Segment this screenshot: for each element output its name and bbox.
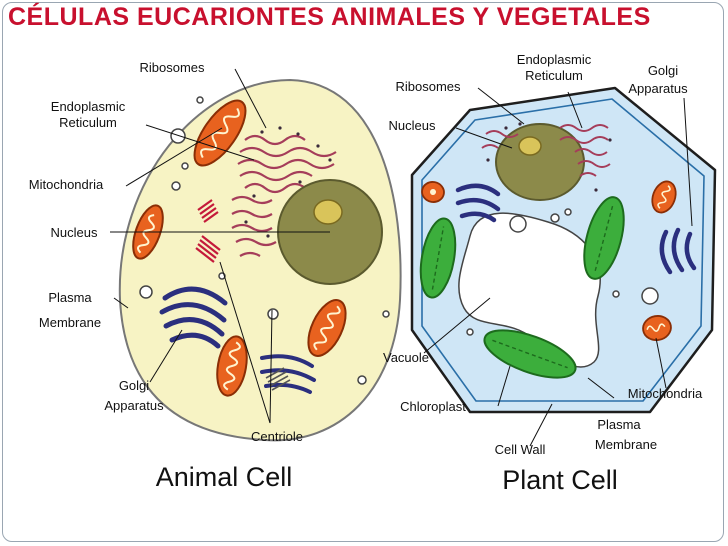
- plant-golgi: [455, 183, 697, 275]
- animal-cell: Ribosomes Endoplasmic Reticulum Mitochon…: [29, 60, 402, 492]
- animal-centriole-label: Centriole: [251, 429, 303, 444]
- plant-cell-wall-label: Cell Wall: [495, 442, 546, 457]
- plant-golgi-label-line1: Golgi: [648, 63, 678, 78]
- animal-golgi: [159, 286, 228, 349]
- animal-plasma-label-line1: Plasma: [48, 290, 92, 305]
- animal-cell-caption: Animal Cell: [156, 462, 293, 492]
- animal-mitochondria-label: Mitochondria: [29, 177, 104, 192]
- plant-mitochondria-label: Mitochondria: [628, 386, 703, 401]
- animal-mitochondria: [132, 99, 347, 397]
- animal-plasma-label-line2: Membrane: [39, 315, 101, 330]
- animal-er: [231, 134, 337, 257]
- plant-chloroplast-label: Chloroplast: [400, 399, 466, 414]
- plant-er-label-line2: Reticulum: [525, 68, 583, 83]
- plant-cell-caption: Plant Cell: [502, 465, 618, 495]
- plant-cell: Ribosomes Endoplasmic Reticulum Golgi Ap…: [383, 52, 717, 495]
- plant-mitochondria: [421, 180, 677, 341]
- plant-vacuole: [458, 212, 601, 368]
- plant-chloroplasts: [419, 196, 625, 379]
- animal-er-label-line1: Endoplasmic: [51, 99, 126, 114]
- plant-nucleus: [495, 123, 585, 201]
- plant-plasma-label-line1: Plasma: [597, 417, 641, 432]
- plant-plasma-membrane: [421, 98, 705, 402]
- animal-er-label-line2: Reticulum: [59, 115, 117, 130]
- plant-vacuole-label: Vacuole: [383, 350, 429, 365]
- animal-golgi-label-line2: Apparatus: [104, 398, 164, 413]
- slide-title: CÉLULAS EUCARIONTES ANIMALES Y VEGETALES: [8, 3, 651, 31]
- animal-centriole-lower: [265, 367, 291, 391]
- plant-vesicles: [466, 208, 659, 336]
- animal-centriole: [195, 199, 221, 263]
- animal-vesicles: [139, 96, 390, 385]
- animal-nucleus-label: Nucleus: [51, 225, 98, 240]
- plant-ribosomes-label: Ribosomes: [395, 79, 461, 94]
- plant-nucleus-label: Nucleus: [389, 118, 436, 133]
- plant-leader-lines: [423, 87, 693, 447]
- plant-er-label-line1: Endoplasmic: [517, 52, 592, 67]
- animal-ribosomes-label: Ribosomes: [139, 60, 205, 75]
- plant-plasma-label-line2: Membrane: [595, 437, 657, 452]
- plant-golgi-label-line2: Apparatus: [628, 81, 688, 96]
- animal-leader-lines: [110, 68, 330, 424]
- animal-golgi-label-line1: Golgi: [119, 378, 149, 393]
- plant-er: [481, 124, 611, 177]
- plant-ribosomes: [486, 122, 612, 192]
- animal-ribosomes: [244, 126, 332, 238]
